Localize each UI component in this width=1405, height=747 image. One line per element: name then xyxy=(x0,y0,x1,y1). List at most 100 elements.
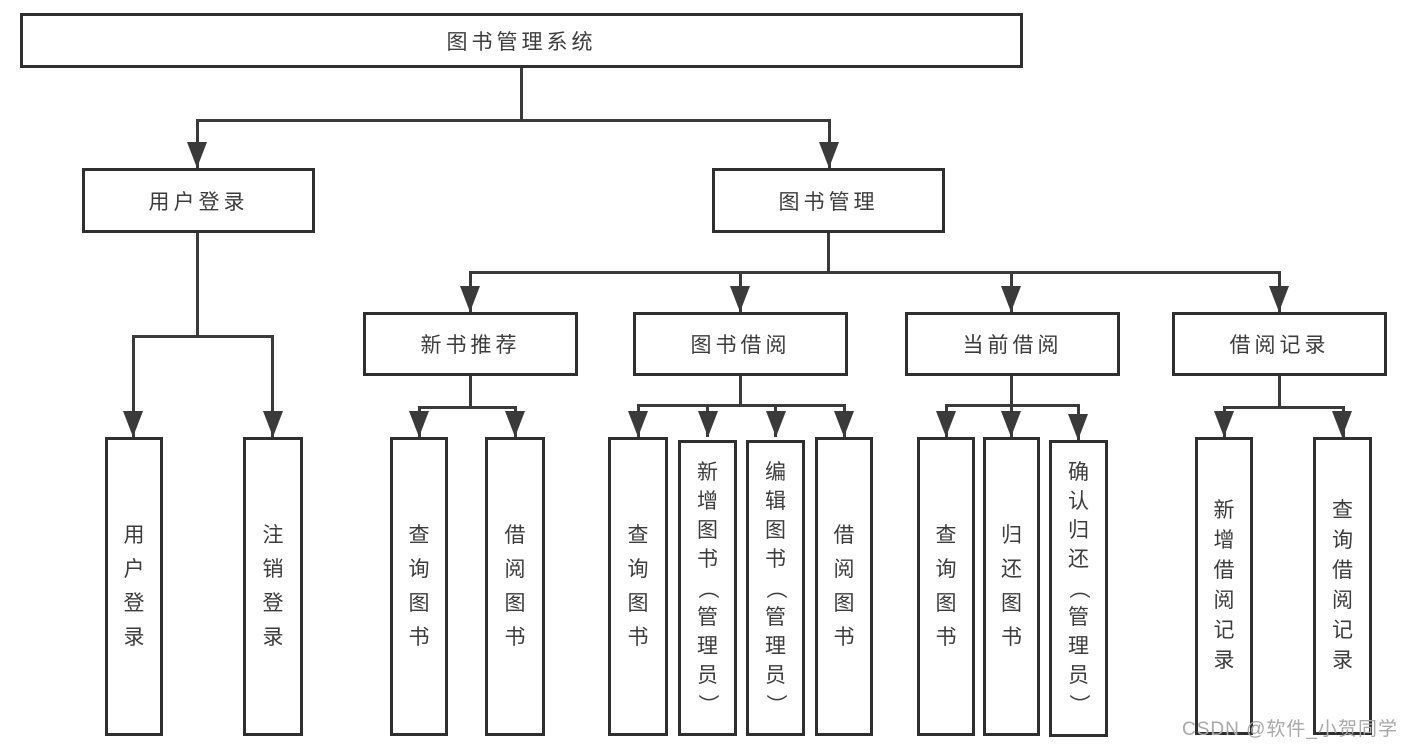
leaf-borrow-book-1-label: 借阅图书 xyxy=(505,446,526,727)
vertical-char: 书 xyxy=(833,625,855,649)
vertical-char: 图 xyxy=(504,591,526,615)
vertical-char: 询 xyxy=(935,557,957,581)
leaf-query-book-3-label: 查询图书 xyxy=(936,446,957,727)
arrow-down-icon xyxy=(1001,286,1021,312)
vertical-char: 归 xyxy=(1001,523,1022,547)
arrow-down-icon xyxy=(1068,414,1088,440)
arrow-down-icon xyxy=(936,411,956,437)
vertical-char: 增 xyxy=(697,489,718,513)
node-book-borrow: 图书借阅 xyxy=(633,312,848,376)
connector-line xyxy=(1278,376,1281,408)
vertical-char: 书 xyxy=(765,547,786,571)
arrow-down-icon xyxy=(409,411,429,437)
vertical-char: 书 xyxy=(504,625,526,649)
connector-line xyxy=(1010,376,1013,406)
arrow-down-icon xyxy=(1214,411,1234,437)
vertical-char: 图 xyxy=(627,591,649,615)
vertical-char: （ xyxy=(696,577,719,599)
node-book-borrow-label: 图书借阅 xyxy=(690,334,791,357)
vertical-char: 书 xyxy=(935,625,957,649)
connector-line xyxy=(132,335,135,437)
vertical-char: 图 xyxy=(1001,591,1022,615)
vertical-char: 录 xyxy=(123,625,145,649)
arrow-down-icon xyxy=(698,411,718,437)
vertical-char: 借 xyxy=(1213,559,1235,582)
leaf-edit-book-admin: 编辑图书（管理员） xyxy=(746,440,805,736)
vertical-char: 辑 xyxy=(765,489,786,513)
vertical-char: 阅 xyxy=(833,557,855,581)
vertical-char: 阅 xyxy=(1213,589,1235,612)
leaf-borrow-book-2-label: 借阅图书 xyxy=(834,446,855,727)
vertical-char: 还 xyxy=(1068,548,1089,571)
vertical-char: 图 xyxy=(833,591,855,615)
vertical-char: ） xyxy=(764,693,787,715)
vertical-char: 录 xyxy=(1213,649,1235,672)
leaf-query-book-3: 查询图书 xyxy=(917,437,975,736)
vertical-char: 查 xyxy=(1332,499,1353,522)
arrow-down-icon xyxy=(505,411,525,437)
leaf-confirm-return-admin: 确认归还（管理员） xyxy=(1049,440,1108,737)
leaf-query-book-1-label: 查询图书 xyxy=(409,446,430,727)
connector-line xyxy=(196,233,199,337)
node-book-management: 图书管理 xyxy=(712,168,945,233)
leaf-query-book-2-label: 查询图书 xyxy=(628,446,649,727)
node-current-borrow: 当前借阅 xyxy=(905,312,1120,376)
vertical-char: 记 xyxy=(1332,619,1353,642)
vertical-char: ） xyxy=(696,693,719,715)
leaf-query-book-1: 查询图书 xyxy=(390,437,448,736)
arrow-down-icon xyxy=(1001,411,1021,437)
vertical-char: 阅 xyxy=(504,557,526,581)
vertical-char: 新 xyxy=(1213,499,1235,522)
vertical-char: ） xyxy=(1067,694,1090,715)
leaf-query-borrow-record: 查询借阅记录 xyxy=(1313,437,1372,735)
vertical-char: 理 xyxy=(697,634,718,658)
vertical-char: 管 xyxy=(765,605,786,629)
connector-line xyxy=(418,406,517,409)
node-root-label: 图书管理系统 xyxy=(446,30,597,54)
vertical-char: 书 xyxy=(697,547,718,571)
connector-line xyxy=(520,68,523,120)
vertical-char: 认 xyxy=(1068,490,1089,513)
connector-line xyxy=(637,404,845,407)
node-new-book-recommend: 新书推荐 xyxy=(363,312,578,376)
leaf-borrow-book-2: 借阅图书 xyxy=(815,437,873,736)
leaf-confirm-return-admin-label: 确认归还（管理员） xyxy=(1067,449,1090,728)
leaf-borrow-book-1: 借阅图书 xyxy=(485,437,545,736)
connector-line xyxy=(1223,406,1344,409)
vertical-char: 员 xyxy=(1068,664,1089,687)
connector-line xyxy=(132,335,274,338)
vertical-char: 借 xyxy=(833,523,855,547)
vertical-char: 理 xyxy=(765,634,786,658)
connector-line xyxy=(469,271,1281,274)
connector-line xyxy=(827,233,830,273)
leaf-add-borrow-record-label: 新增借阅记录 xyxy=(1214,446,1235,726)
vertical-char: 查 xyxy=(627,523,649,547)
vertical-char: 查 xyxy=(408,523,430,547)
arrow-down-icon xyxy=(460,286,480,312)
vertical-char: 书 xyxy=(1001,625,1022,649)
node-new-book-recommend-label: 新书推荐 xyxy=(420,334,521,357)
arrow-down-icon xyxy=(1332,411,1352,437)
node-borrow-records-label: 借阅记录 xyxy=(1229,334,1330,357)
leaf-return-book-label: 归还图书 xyxy=(1001,446,1022,727)
vertical-char: 询 xyxy=(408,557,430,581)
vertical-char: 图 xyxy=(765,518,786,542)
node-user-login: 用户登录 xyxy=(82,168,315,233)
vertical-char: 用 xyxy=(123,523,145,547)
arrow-down-icon xyxy=(1269,286,1289,312)
leaf-query-book-2: 查询图书 xyxy=(608,437,668,736)
vertical-char: 新 xyxy=(697,460,718,484)
arrow-down-icon xyxy=(263,411,283,437)
vertical-char: 理 xyxy=(1068,635,1089,658)
leaf-user-login: 用户登录 xyxy=(105,437,163,736)
leaf-logout: 注销登录 xyxy=(243,437,303,736)
arrow-down-icon xyxy=(628,411,648,437)
node-current-borrow-label: 当前借阅 xyxy=(962,334,1063,357)
vertical-char: 图 xyxy=(408,591,430,615)
vertical-char: 增 xyxy=(1213,529,1235,552)
leaf-query-borrow-record-label: 查询借阅记录 xyxy=(1332,446,1353,726)
node-user-login-label: 用户登录 xyxy=(148,190,249,214)
vertical-char: 书 xyxy=(408,625,430,649)
leaf-edit-book-admin-label: 编辑图书（管理员） xyxy=(764,449,787,727)
